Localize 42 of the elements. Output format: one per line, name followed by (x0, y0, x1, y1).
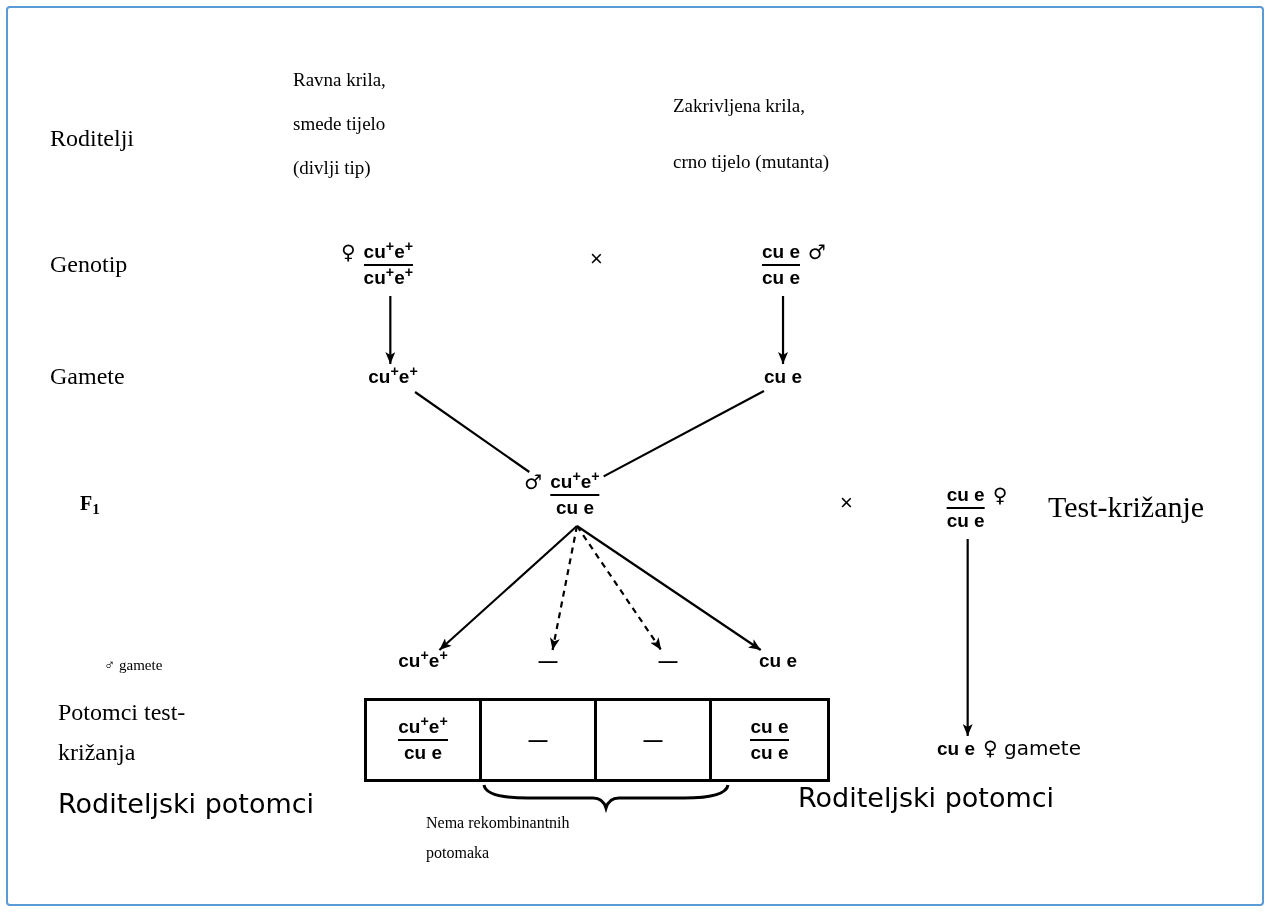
sex-symbol-text: ♀ (992, 483, 1008, 507)
text-label: Ravna krila, smede tijelo (divlji tip) (293, 68, 387, 180)
genotype-fraction: cu e cu e (945, 483, 986, 533)
arrow (385, 296, 396, 364)
cross-sign: × (840, 489, 853, 517)
arrow (576, 525, 762, 651)
genotype-fraction: cu$^{+}$e$^{+}$ cu$^{+}$e$^{+}$ (362, 240, 415, 290)
text-label: Test-križanje (1048, 489, 1205, 525)
arrow (962, 539, 973, 736)
text-label: Nema rekombinantnih potomaka (426, 813, 571, 864)
allele-text: cu$^{+}$e$^{+}$ (367, 364, 419, 389)
cross-sign: × (590, 245, 603, 273)
arrow (549, 525, 579, 651)
arrow (576, 525, 663, 651)
text-label: Gamete (50, 362, 125, 391)
text-label: Roditelji (50, 124, 134, 153)
sex-symbol-text: ♂ (524, 470, 543, 494)
genotype-fraction: cu e cu e (749, 715, 790, 765)
sex-symbol-text: ♀ gamete (983, 736, 1081, 760)
allele-text: — (657, 649, 679, 673)
arrow (438, 525, 578, 651)
arrow (778, 296, 789, 364)
offspring-table (364, 698, 830, 782)
allele-text: — (642, 728, 664, 752)
allele-text: cu e (763, 365, 803, 389)
allele-text: — (537, 649, 559, 673)
allele-text: cu e (936, 737, 977, 761)
allele-text: — (527, 728, 549, 752)
text-label: Potomci test-križanja (58, 698, 187, 767)
text-label: ♂ gamete (104, 656, 163, 675)
sex-symbol-text: ♀ (340, 240, 356, 264)
allele-text: cu$^{+}$e$^{+}$ (397, 648, 449, 673)
text-label: Roditeljski potomci (58, 787, 315, 821)
genotype-fraction: cu$^{+}$e$^{+}$ cu e (549, 470, 601, 520)
genotype-fraction: cu$^{+}$e$^{+}$ cu e (397, 715, 449, 765)
text-label: F$_{1}$ (80, 491, 100, 518)
allele-text: cu e (758, 649, 798, 673)
text-label: Zakrivljena krila, crno tijelo (mutanta) (673, 94, 831, 174)
sex-symbol-text: ♂ (808, 240, 826, 264)
text-label: Genotip (50, 250, 128, 279)
text-label: Roditeljski potomci (798, 781, 1055, 815)
genotype-fraction: cu e cu e (761, 240, 802, 290)
